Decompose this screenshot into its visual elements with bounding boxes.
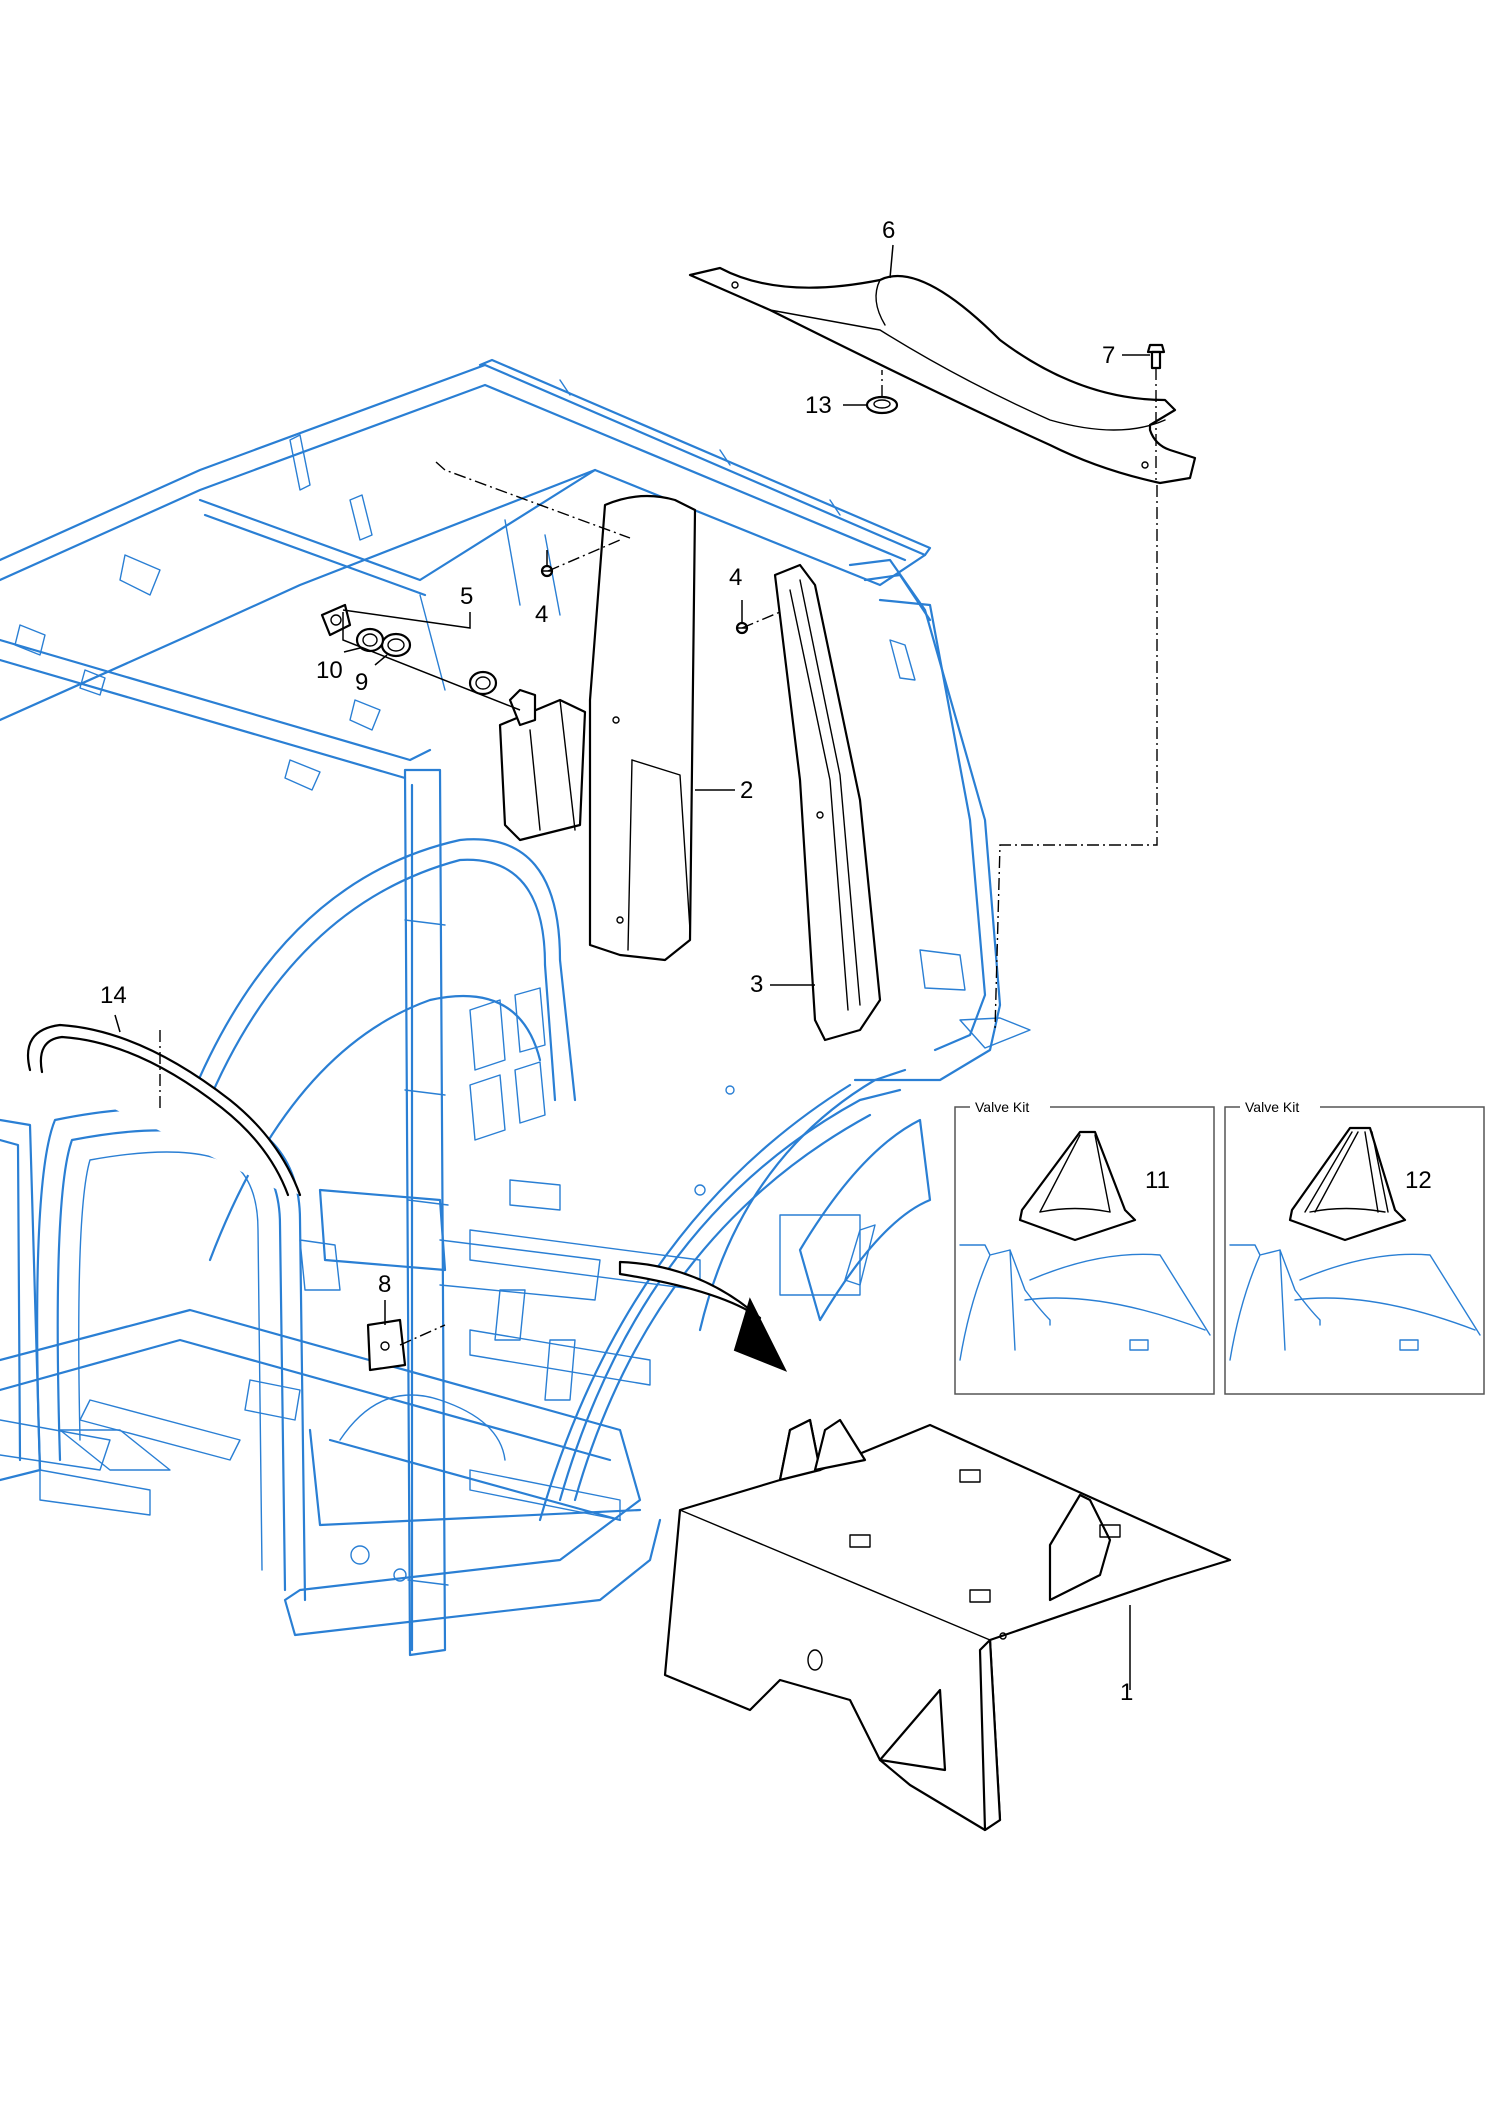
callout-4-left: 4: [535, 601, 548, 628]
part-door-seal-strip: [26, 1023, 302, 1197]
inset-title: Valve Kit: [1245, 1099, 1299, 1115]
callout-12: 12: [1405, 1167, 1432, 1194]
curved-arrow: [618, 1260, 788, 1372]
part-rear-pillar-trim: [588, 494, 697, 962]
part-square-pad: [366, 1318, 407, 1372]
part-grommet: [865, 395, 899, 415]
part-bolt: [1146, 343, 1166, 370]
callout-3: 3: [750, 971, 763, 998]
part-filter-housing: [498, 688, 587, 842]
part-seal-ring-5: [468, 670, 498, 696]
leader-lines: [114, 244, 1400, 1690]
callout-8: 8: [378, 1271, 391, 1298]
callout-13: 13: [805, 392, 832, 419]
callout-9: 9: [355, 669, 368, 696]
part-side-pillar-trim: [773, 563, 882, 1042]
callout-1: 1: [1120, 1679, 1133, 1706]
callout-10: 10: [316, 657, 343, 684]
part-roof-liner-plate: [688, 266, 1197, 485]
part-seal-ring-9: [380, 632, 412, 658]
assembly-lines: [159, 368, 1158, 1346]
inset-valve-kit-right: Valve Kit: [1224, 1099, 1485, 1395]
part-trim-clip-upper: [540, 564, 554, 578]
callout-labels: 1 2 3 4 4 5 6 7 8 9 10 11 12 13 14: [100, 217, 1432, 1706]
callout-11: 11: [1145, 1167, 1170, 1194]
part-floor-mat: [663, 1418, 1232, 1832]
inset-title: Valve Kit: [975, 1099, 1029, 1115]
part-clip-10: [320, 603, 352, 637]
callout-14: 14: [100, 982, 127, 1009]
callout-6: 6: [882, 217, 895, 244]
callout-2: 2: [740, 777, 753, 804]
cab-frame: [0, 358, 1031, 1657]
callout-5: 5: [460, 583, 473, 610]
inset-valve-kit-left: Valve Kit: [954, 1099, 1215, 1395]
callout-4-right: 4: [729, 564, 742, 591]
callout-7: 7: [1102, 342, 1115, 369]
